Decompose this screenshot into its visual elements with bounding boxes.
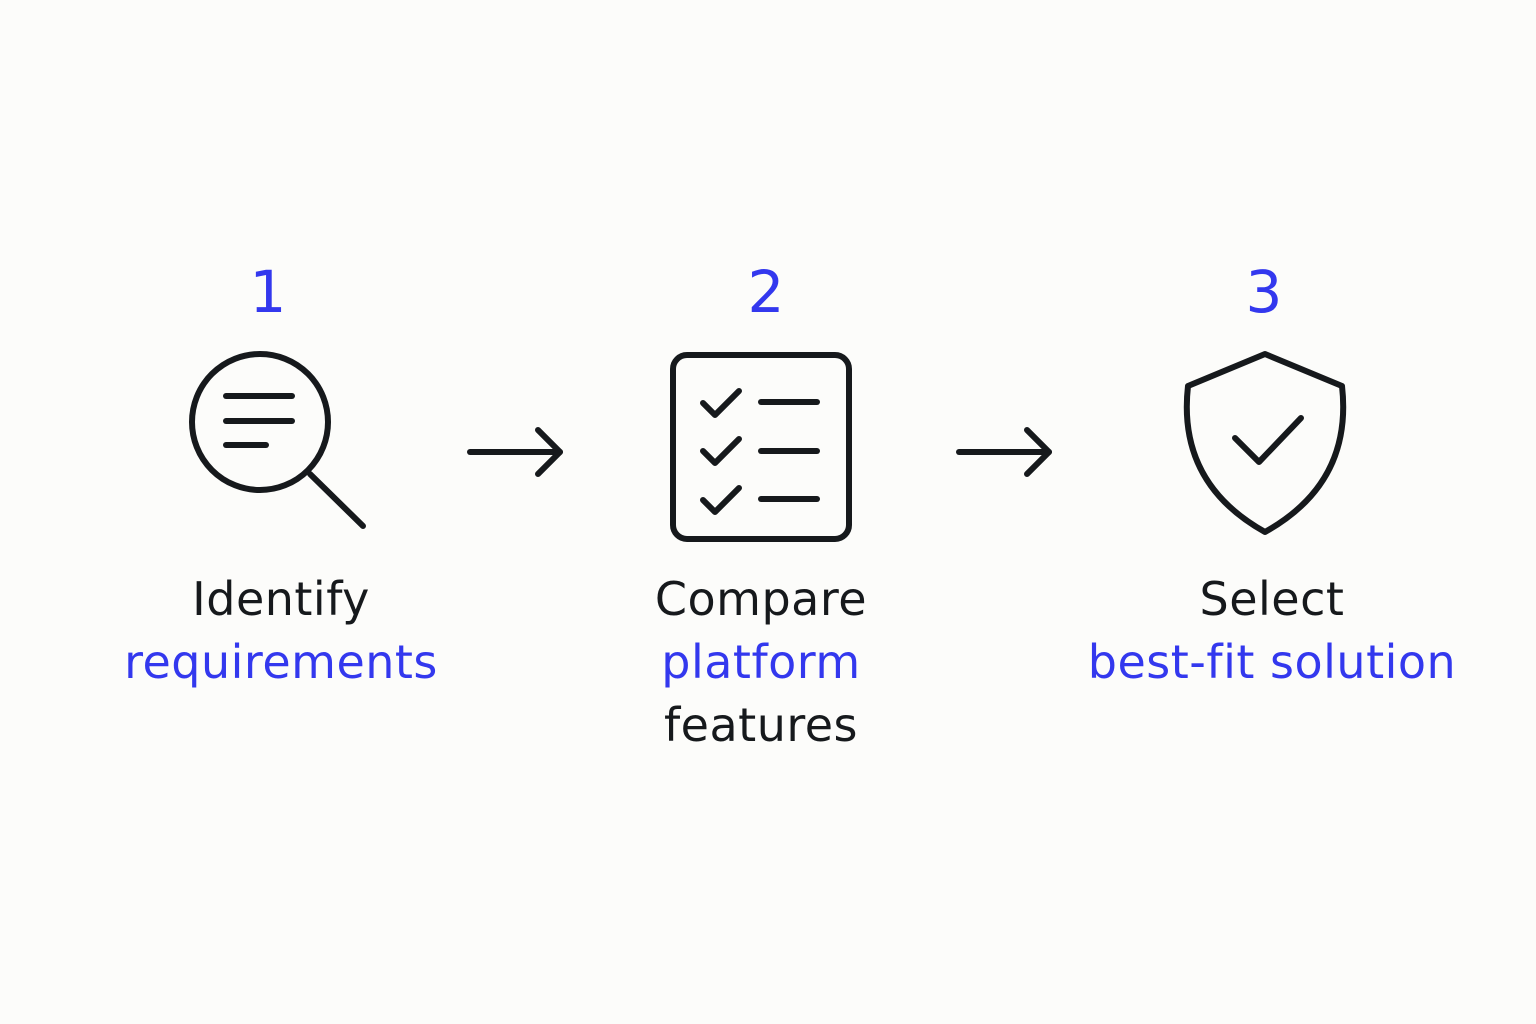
checklist-icon <box>669 351 853 543</box>
step-label-2: Compare platform features <box>551 568 971 757</box>
step-label-1-line-1: Identify <box>192 572 370 626</box>
step-label-2-line-2: platform <box>661 635 861 689</box>
step-label-2-line-1: Compare <box>654 572 868 626</box>
step-label-2-line-3: features <box>663 698 859 752</box>
step-number-3: 3 <box>1245 258 1283 326</box>
step-number-1: 1 <box>249 258 287 326</box>
arrow-right-icon <box>466 424 566 484</box>
arrow-right-icon <box>955 424 1055 484</box>
step-label-1-line-2: requirements <box>124 635 438 689</box>
step-number-2: 2 <box>747 258 785 326</box>
magnifier-document-icon <box>186 350 370 534</box>
shield-check-icon <box>1181 350 1349 538</box>
step-label-1: Identify requirements <box>71 568 491 694</box>
step-label-3: Select best-fit solution <box>1042 568 1502 694</box>
step-label-3-line-2: best-fit solution <box>1087 635 1457 689</box>
step-label-3-line-1: Select <box>1199 572 1345 626</box>
